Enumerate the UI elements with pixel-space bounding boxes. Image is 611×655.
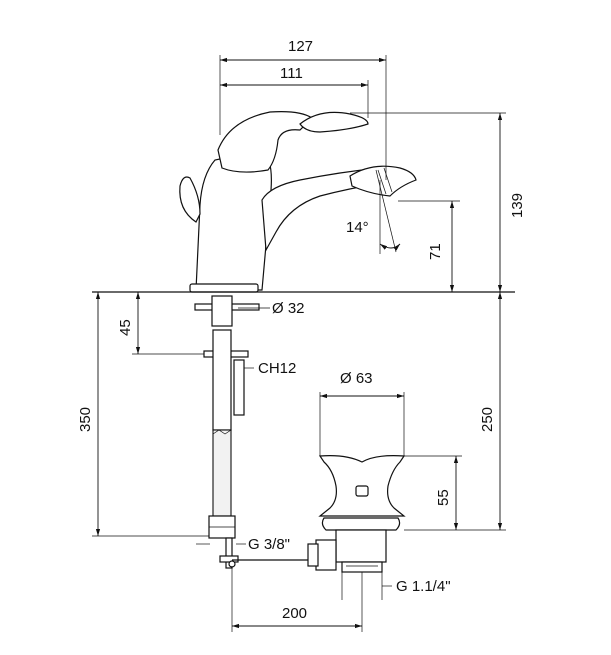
dim-127: 127 bbox=[288, 38, 313, 55]
dim-350: 350 bbox=[77, 407, 94, 432]
dim-55: 55 bbox=[435, 489, 452, 506]
side-knob bbox=[179, 176, 201, 223]
dim-g38: G 3/8" bbox=[248, 536, 290, 553]
spout-head bbox=[349, 165, 417, 197]
dimension-labels: 127 111 139 71 14° Ø 32 45 CH12 350 G 3/… bbox=[77, 38, 526, 622]
dim-200: 200 bbox=[282, 605, 307, 622]
dim-14deg: 14° bbox=[346, 219, 369, 236]
dim-139: 139 bbox=[509, 193, 526, 218]
lever-tip bbox=[299, 111, 369, 133]
faucet-body bbox=[179, 111, 417, 293]
dim-d63: Ø 63 bbox=[340, 370, 373, 387]
dim-ch12: CH12 bbox=[258, 360, 296, 377]
dimension-lines bbox=[92, 55, 506, 632]
dim-45: 45 bbox=[117, 319, 134, 336]
dim-250: 250 bbox=[479, 407, 496, 432]
supply-assembly bbox=[92, 291, 515, 569]
dim-d32: Ø 32 bbox=[272, 300, 305, 317]
dim-71: 71 bbox=[427, 243, 444, 260]
dim-g114: G 1.1/4" bbox=[396, 578, 451, 595]
drain-assembly bbox=[307, 455, 406, 573]
dim-111: 111 bbox=[280, 65, 303, 82]
